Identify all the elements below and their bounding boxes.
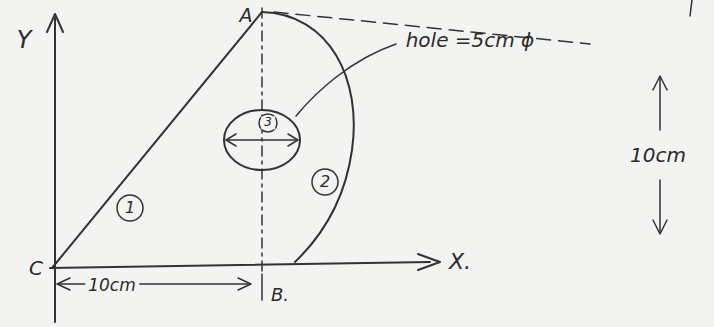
dimension-arrow — [653, 220, 667, 234]
point-label: C — [29, 257, 43, 279]
hole-note: hole =5cm ϕ — [406, 29, 535, 51]
callout-number: 2 — [317, 173, 333, 191]
y-axis — [54, 18, 56, 322]
hole-arrow — [226, 134, 236, 146]
axis-label: X. — [449, 250, 471, 274]
callout-circle — [117, 195, 143, 221]
x-axis-head — [418, 254, 440, 270]
dimension-arrow — [57, 278, 70, 290]
dimension-label: 10cm — [630, 144, 686, 166]
x-axis — [50, 262, 430, 268]
hole-diameter — [228, 139, 296, 141]
dimension-label: 10cm — [85, 276, 139, 295]
point-label: B. — [271, 285, 289, 305]
plate-curve — [262, 12, 354, 262]
callout-circle — [259, 114, 277, 132]
callout-number: 3 — [261, 116, 275, 129]
dimension-line — [659, 180, 661, 232]
hole-circle — [224, 110, 300, 170]
callout-circle — [312, 169, 338, 195]
dimension-line — [659, 78, 661, 130]
callout-number: 1 — [122, 199, 138, 217]
point-label: A — [240, 5, 253, 26]
y-axis-head — [47, 14, 63, 32]
axis-label: Y — [17, 27, 32, 53]
hole-arrow — [288, 134, 298, 146]
pencil-mark — [690, 0, 692, 16]
dimension-tick — [261, 274, 263, 300]
dimension-arrow — [653, 76, 667, 90]
leader-line — [296, 44, 396, 116]
dimension-arrow — [238, 278, 251, 290]
